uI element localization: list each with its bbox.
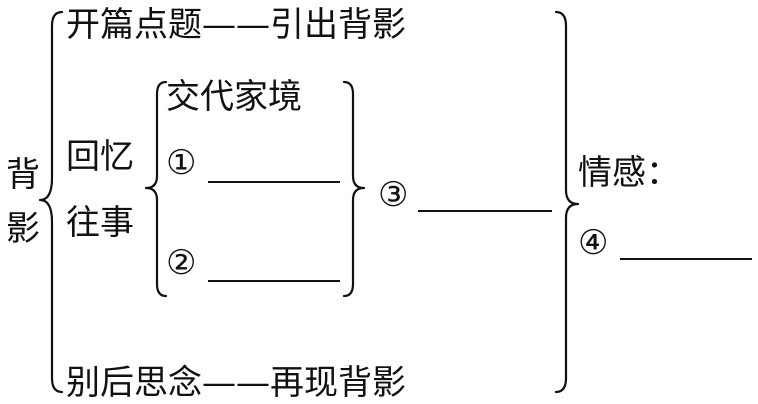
blank-marker-1: ① [166,143,197,183]
blank-line-4 [620,258,752,260]
emotion-label: 情感： [578,153,680,193]
root-title-line-1: 背 [6,155,40,195]
blank-marker-4: ④ [578,223,609,263]
blank-line-1 [208,181,340,183]
blank-line-3 [418,210,552,212]
recall-close-brace [342,80,366,298]
main-close-brace [554,10,580,394]
recall-label-line-1: 回忆 [66,137,134,177]
recall-brace [144,80,168,298]
opening-label: 开篇点题——引出背影 [66,5,406,45]
recall-label-line-2: 往事 [66,203,134,243]
closing-label: 别后思念——再现背影 [66,363,406,403]
blank-marker-2: ② [166,243,197,283]
blank-marker-3: ③ [378,175,409,215]
blank-line-2 [208,280,340,282]
root-brace [38,10,64,394]
family-situation-label: 交代家境 [166,77,302,117]
root-title-line-2: 影 [6,209,40,249]
